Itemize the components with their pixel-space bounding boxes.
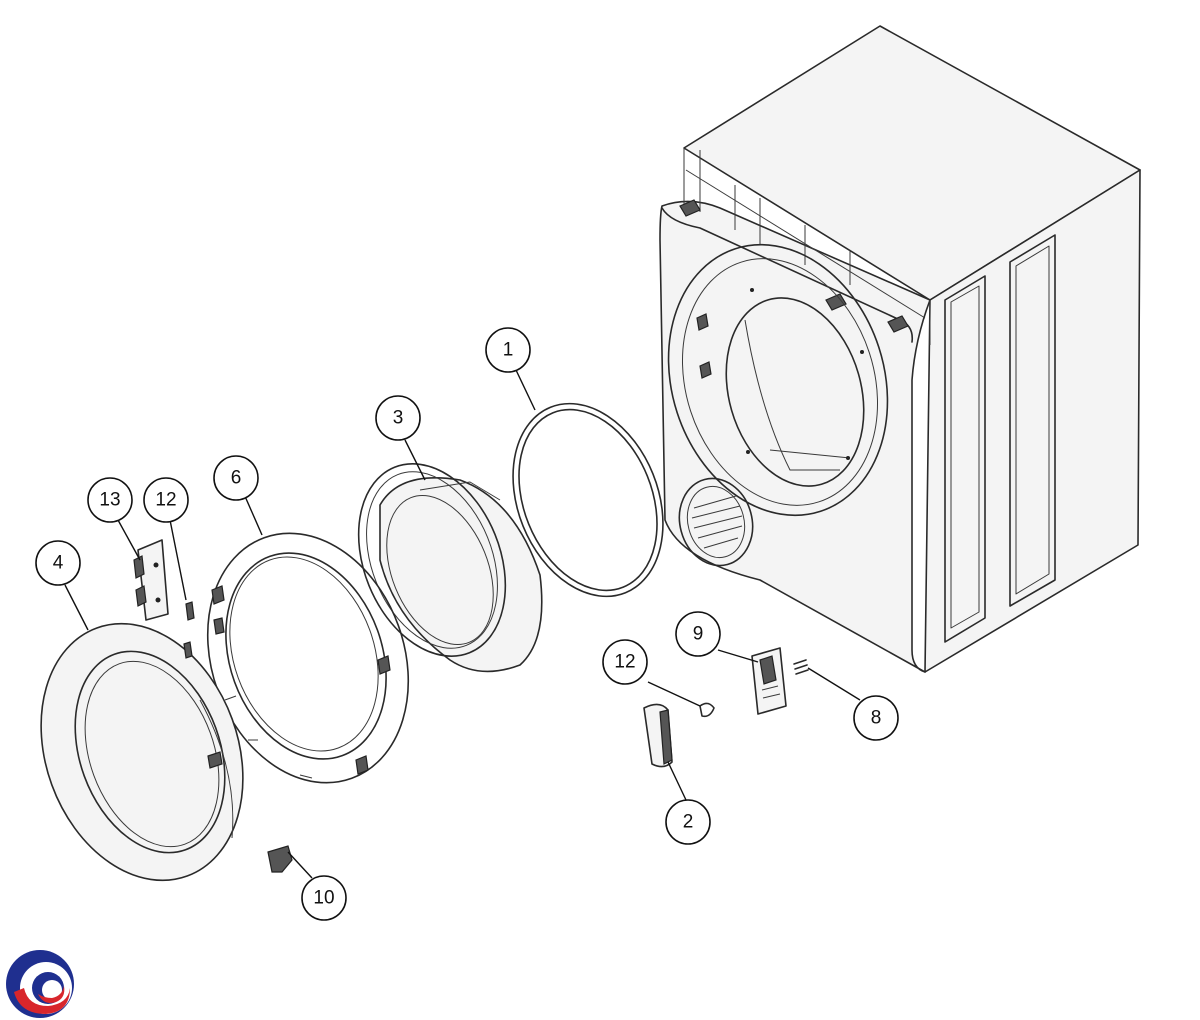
callout-4: 4 (35, 540, 81, 586)
part-3-door-bowl (357, 463, 543, 673)
svg-text:10: 10 (313, 888, 334, 909)
callout-13: 13 (87, 477, 133, 523)
leader-lines (64, 369, 861, 879)
svg-text:6: 6 (231, 468, 242, 489)
callout-1: 1 (485, 327, 531, 373)
part-12-clip (699, 702, 715, 718)
svg-text:4: 4 (53, 553, 64, 574)
callout-6: 6 (213, 455, 259, 501)
svg-text:2: 2 (683, 812, 694, 833)
dryer-cabinet (659, 25, 1141, 673)
brand-swirl-logo-icon (6, 950, 74, 1018)
part-9-door-lock (751, 647, 787, 715)
svg-text:3: 3 (393, 408, 404, 429)
svg-text:8: 8 (871, 708, 882, 729)
callout-3: 3 (375, 395, 421, 441)
callout-12-left: 12 (143, 477, 189, 523)
callout-12-right: 12 (602, 639, 648, 685)
callout-2: 2 (665, 799, 711, 845)
part-12-pin-left (183, 601, 195, 659)
part-1-gasket-ring (512, 402, 664, 598)
part-4-outer-door-ring (40, 622, 244, 882)
part-13-hinge (133, 539, 169, 621)
part-8-spring (793, 659, 809, 675)
part-2-door-handle (643, 703, 673, 768)
svg-text:12: 12 (614, 652, 635, 673)
callout-9: 9 (675, 611, 721, 657)
svg-text:13: 13 (99, 490, 120, 511)
part-10-latch-hook (267, 845, 293, 873)
svg-text:1: 1 (503, 340, 514, 361)
svg-text:9: 9 (693, 624, 704, 645)
callout-10: 10 (301, 875, 347, 921)
svg-text:12: 12 (155, 490, 176, 511)
callout-8: 8 (853, 695, 899, 741)
